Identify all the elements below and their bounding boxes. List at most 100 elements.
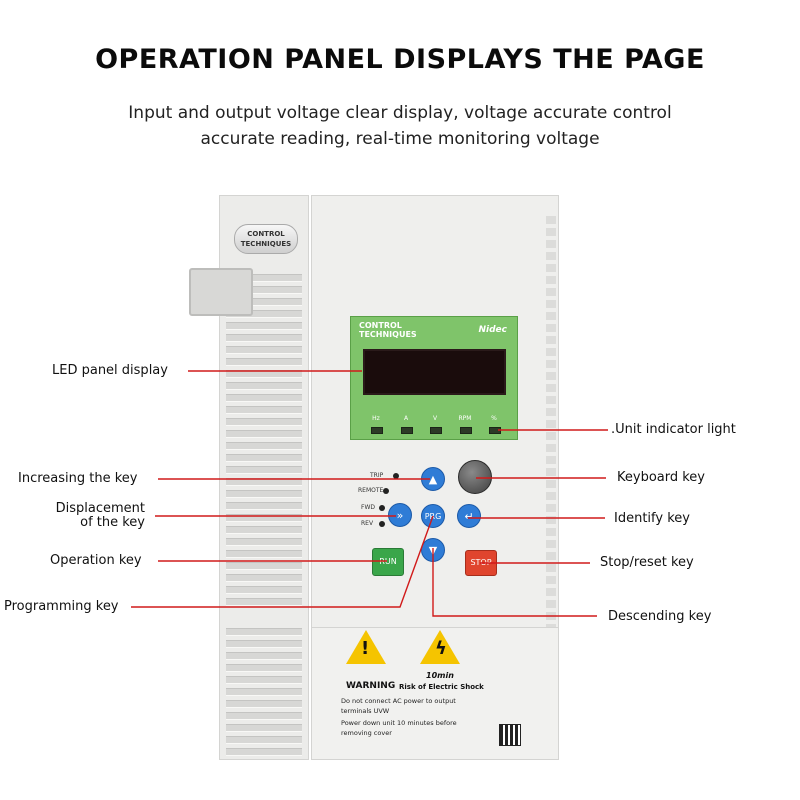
vent-slot [546,396,556,404]
vent-slot [546,240,556,248]
unit-label-a: A [403,415,409,422]
vent-slot [226,724,302,732]
warning-line-3: Power down unit 10 minutes before [341,719,457,727]
vent-slot [226,712,302,720]
unit-label-v: V [432,415,438,422]
vent-slot [226,640,302,648]
label-keyboard-key: Keyboard key [617,470,705,485]
label-operation-key: Operation key [50,553,142,568]
run-key[interactable]: RUN [372,548,404,576]
indicator-light-remote [383,488,389,494]
display-module: CONTROL TECHNIQUES Nidec Hz A V RPM % [350,316,518,440]
vent-slot [546,372,556,380]
leader-programming [131,515,434,608]
leader-descending [432,548,597,617]
vent-slot [226,574,302,582]
vent-slot [546,336,556,344]
vent-slot [226,322,302,330]
indicator-label-rev: REV [361,520,374,527]
vent-slot [226,736,302,744]
vent-slot [226,526,302,534]
caution-icon: ! [346,630,386,664]
vent-slot [546,456,556,464]
vent-slot [226,652,302,660]
vent-slot [226,418,302,426]
warning-subtitle: Risk of Electric Shock [399,683,484,691]
keyboard-knob[interactable] [458,460,492,494]
vent-slot [226,358,302,366]
label-programming-key: Programming key [4,599,119,614]
high-voltage-icon: ϟ [420,630,460,664]
warning-title: WARNING [346,681,396,691]
vent-slot [226,406,302,414]
shift-key[interactable]: » [388,503,412,527]
vent-slot [226,382,302,390]
enter-key[interactable]: ↵ [457,504,481,528]
warning-line-1: Do not connect AC power to output [341,697,456,705]
vent-slot [546,528,556,536]
vent-slot [546,576,556,584]
label-led-panel: LED panel display [52,363,168,378]
vent-slot [546,432,556,440]
unit-label-percent: % [491,415,497,422]
vent-slot [226,514,302,522]
unit-label-rpm: RPM [458,415,472,422]
warning-line-2: terminals UVW [341,707,390,715]
vent-slot [226,502,302,510]
label-identify-key: Identify key [614,511,690,526]
vent-slot [546,312,556,320]
warning-line-4: removing cover [341,729,392,737]
subtitle-line-2: accurate reading, real-time monitoring v… [200,129,600,149]
display-brand: CONTROL TECHNIQUES [359,321,417,339]
vent-slot [546,360,556,368]
vent-slot [226,598,302,606]
vent-slot [226,394,302,402]
unit-light-rpm [460,427,472,434]
vent-slot [546,600,556,608]
vent-slot [546,468,556,476]
vent-slot [226,466,302,474]
vent-slot [546,348,556,356]
vent-slot [226,454,302,462]
vent-slot [226,298,302,306]
indicator-label-fwd: FWD [361,504,376,511]
vent-slot [546,264,556,272]
vent-slot [226,430,302,438]
vent-slot [546,288,556,296]
vent-slot [226,346,302,354]
label-stop-reset-key: Stop/reset key [600,555,694,570]
vent-slot [546,216,556,224]
led-screen [363,349,506,395]
vent-slot [546,492,556,500]
vent-slot [226,688,302,696]
indicator-label-trip: TRIP [370,472,384,479]
label-increasing-key: Increasing the key [18,471,138,486]
vent-slot [546,420,556,428]
vent-slot [546,504,556,512]
brand-badge: CONTROL TECHNIQUES [234,224,298,254]
vent-slot [226,586,302,594]
vent-slot [226,700,302,708]
vent-slot [546,516,556,524]
unit-light-v [430,427,442,434]
unit-label-hz: Hz [372,415,380,422]
label-displacement-1: Displacement [55,501,145,516]
cover-tab [189,268,253,316]
vent-slot [226,628,302,636]
vent-slot [226,310,302,318]
indicator-light-rev [379,521,385,527]
indicator-label-remote: REMOTE [358,487,384,494]
vent-slot [226,748,302,756]
vent-slot [546,228,556,236]
label-displacement-2: of the key [80,515,145,530]
indicator-light-trip [393,473,399,479]
vent-slot [546,408,556,416]
qr-code [499,724,521,746]
label-unit-indicator: .Unit indicator light [611,422,736,437]
subtitle-line-1: Input and output voltage clear display, … [128,103,672,123]
vent-slot [226,286,302,294]
vent-slot [226,538,302,546]
vent-slot [226,334,302,342]
vent-slot [546,324,556,332]
